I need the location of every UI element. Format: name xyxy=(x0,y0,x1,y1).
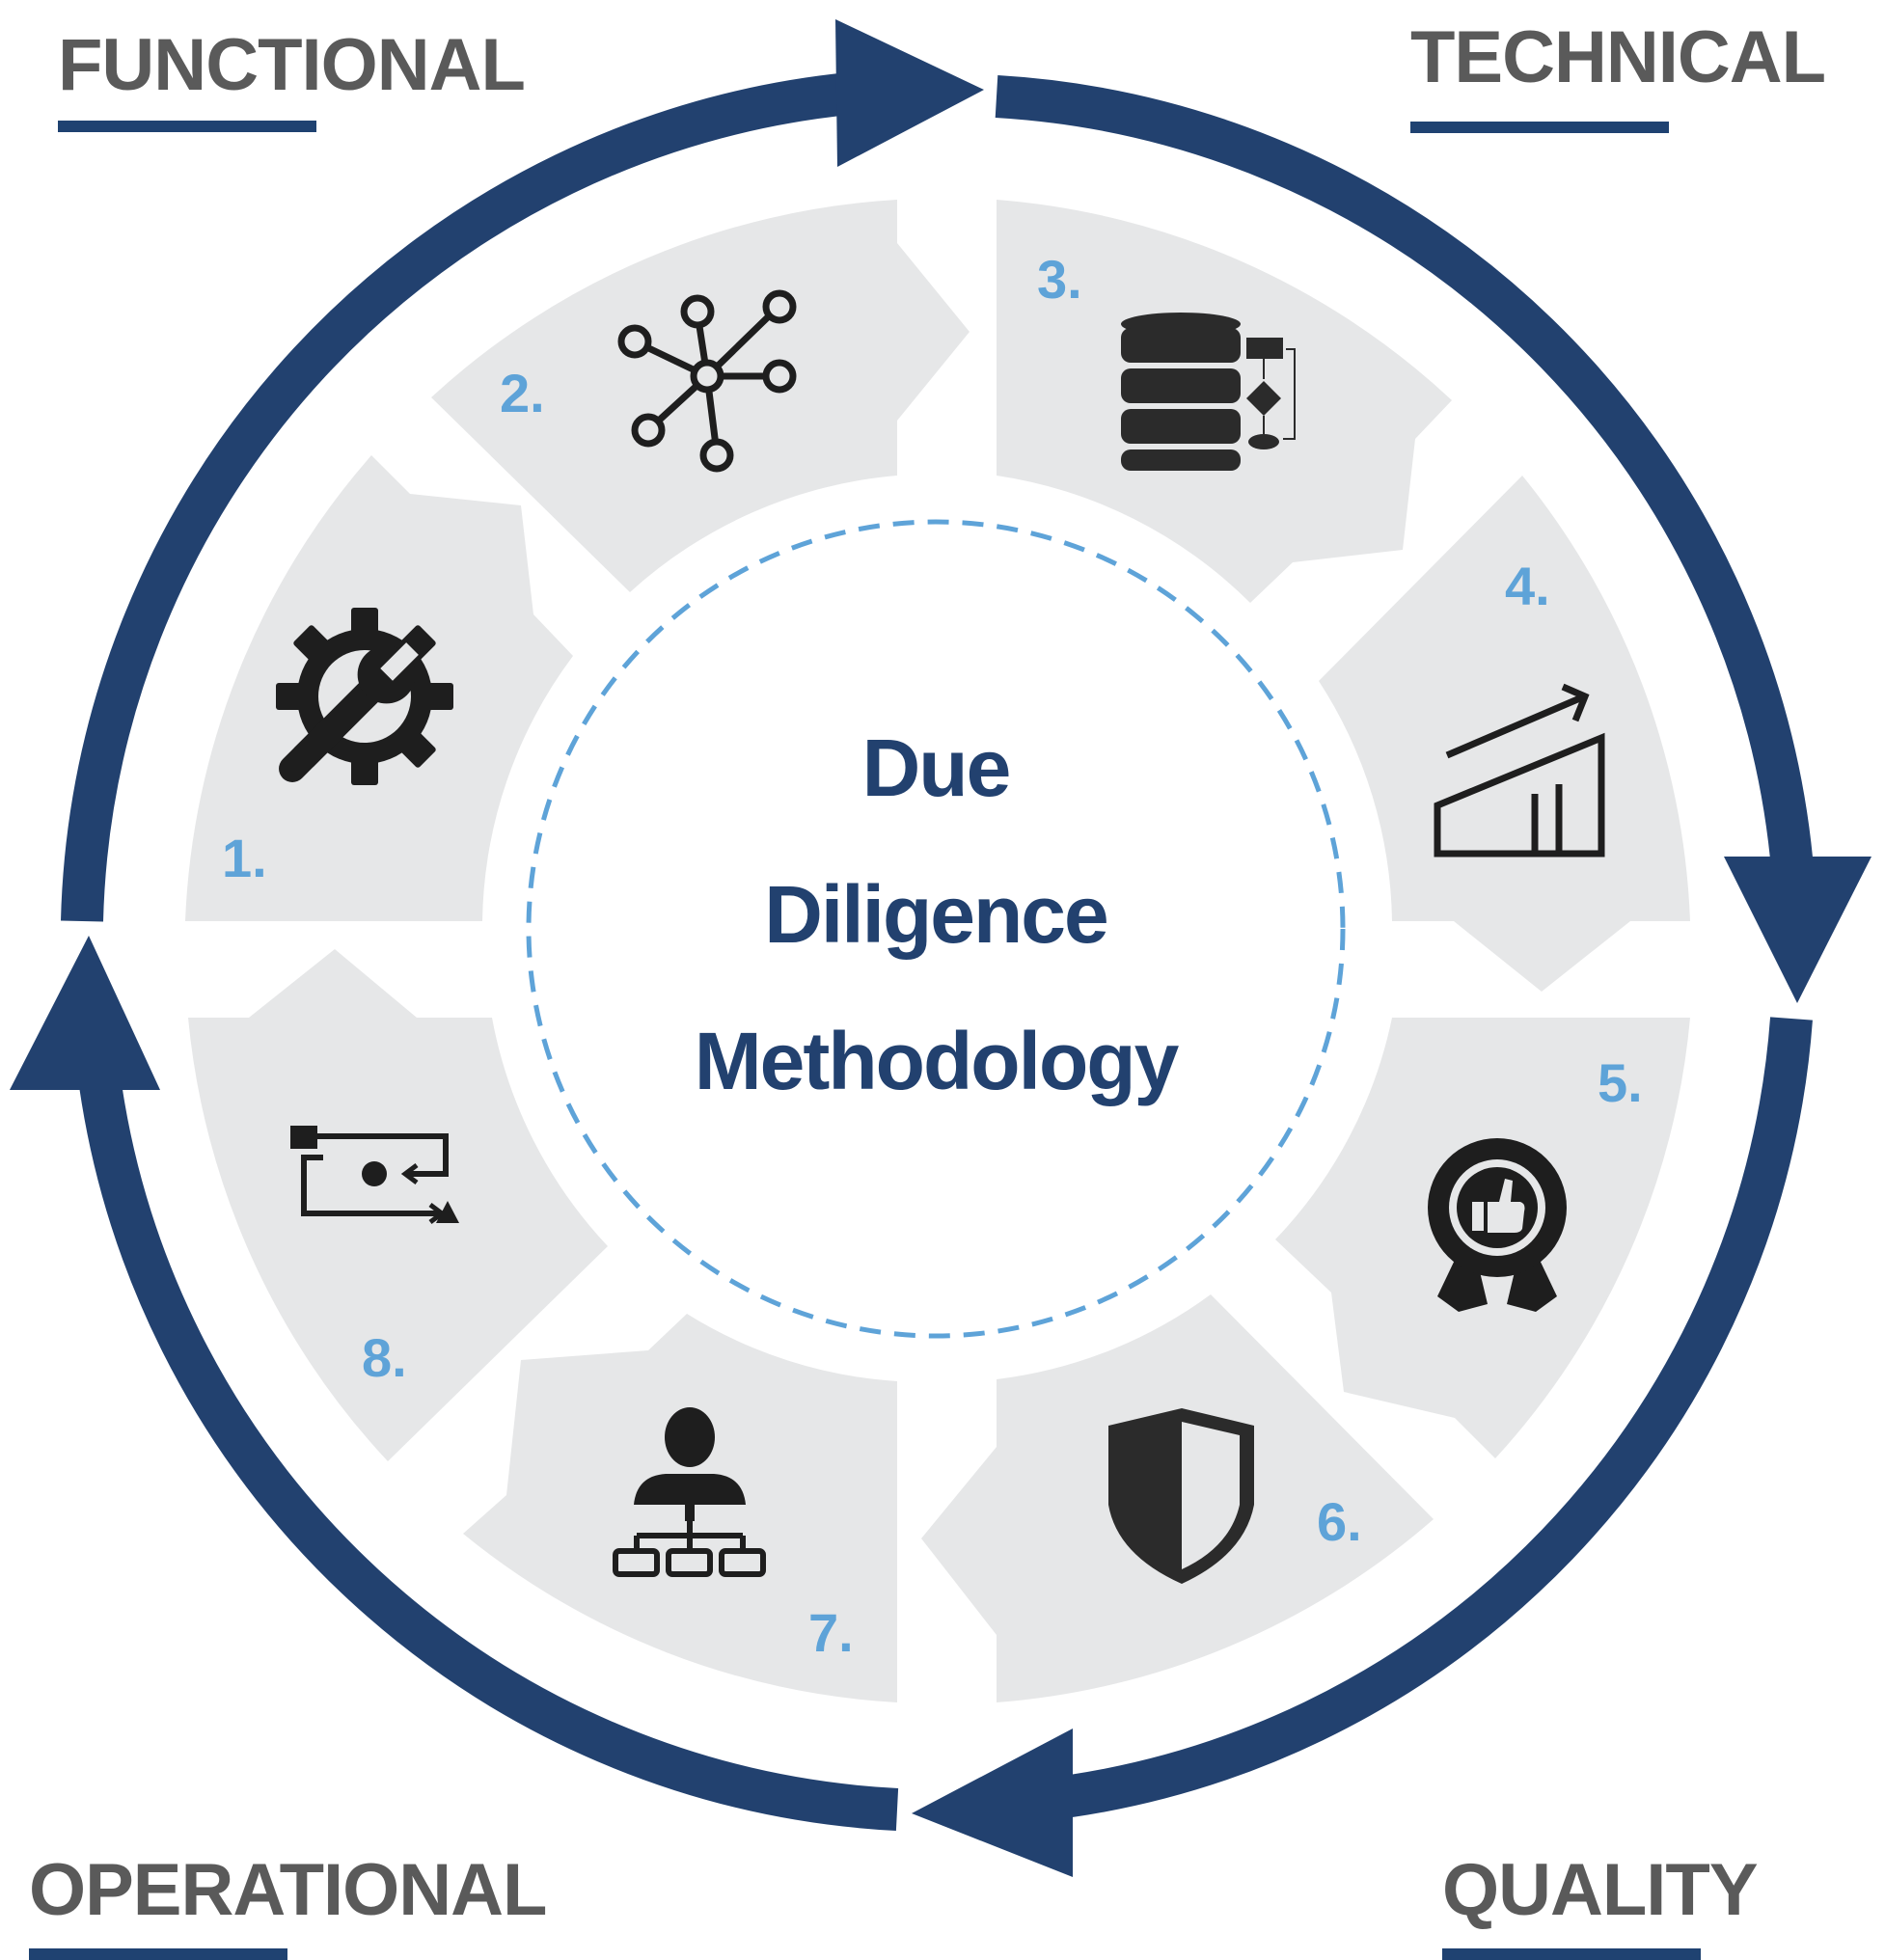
org-chart-person-icon xyxy=(613,1407,766,1577)
label-functional: FUNCTIONAL xyxy=(58,24,526,106)
label-quality: QUALITY xyxy=(1442,1849,1759,1931)
title-line-3: Methodology xyxy=(694,1016,1180,1106)
underline-quality xyxy=(1442,1948,1701,1960)
arrowhead-technical xyxy=(1724,857,1871,1003)
arc-technical xyxy=(995,75,1814,870)
segment-7 xyxy=(463,1314,897,1702)
step-number-1: 1. xyxy=(222,828,267,888)
underline-technical xyxy=(1410,122,1669,133)
label-operational: OPERATIONAL xyxy=(29,1849,547,1931)
center-circle xyxy=(531,524,1341,1334)
arc-operational xyxy=(77,1068,899,1831)
quality-badge-icon xyxy=(1428,1138,1567,1312)
segment-2 xyxy=(431,200,970,592)
step-number-5: 5. xyxy=(1598,1052,1643,1113)
arrowhead-quality xyxy=(912,1729,1073,1877)
step-number-2: 2. xyxy=(500,363,545,423)
label-technical: TECHNICAL xyxy=(1410,16,1826,98)
underline-functional xyxy=(58,121,316,132)
network-nodes-icon xyxy=(617,289,797,473)
process-flow-icon xyxy=(290,1126,459,1224)
step-number-4: 4. xyxy=(1505,556,1550,616)
arrowhead-functional xyxy=(835,19,984,167)
step-number-7: 7. xyxy=(808,1602,854,1663)
center-title: Due Diligence Methodology xyxy=(540,694,1331,1134)
step-number-3: 3. xyxy=(1037,249,1082,310)
title-line-1: Due xyxy=(861,722,1012,813)
title-line-2: Diligence xyxy=(764,869,1108,960)
dashed-ring xyxy=(526,519,1346,1339)
step-number-8: 8. xyxy=(362,1327,407,1388)
step-number-6: 6. xyxy=(1317,1491,1362,1552)
arrowhead-operational xyxy=(10,936,160,1090)
segment-8 xyxy=(188,949,608,1461)
database-flowchart-icon xyxy=(1121,313,1296,471)
gear-wrench-icon xyxy=(276,608,453,785)
arc-functional xyxy=(61,72,852,922)
shield-icon xyxy=(1108,1408,1254,1584)
growth-chart-icon xyxy=(1434,683,1605,858)
underline-operational xyxy=(29,1948,287,1960)
arc-quality xyxy=(1039,1017,1813,1821)
